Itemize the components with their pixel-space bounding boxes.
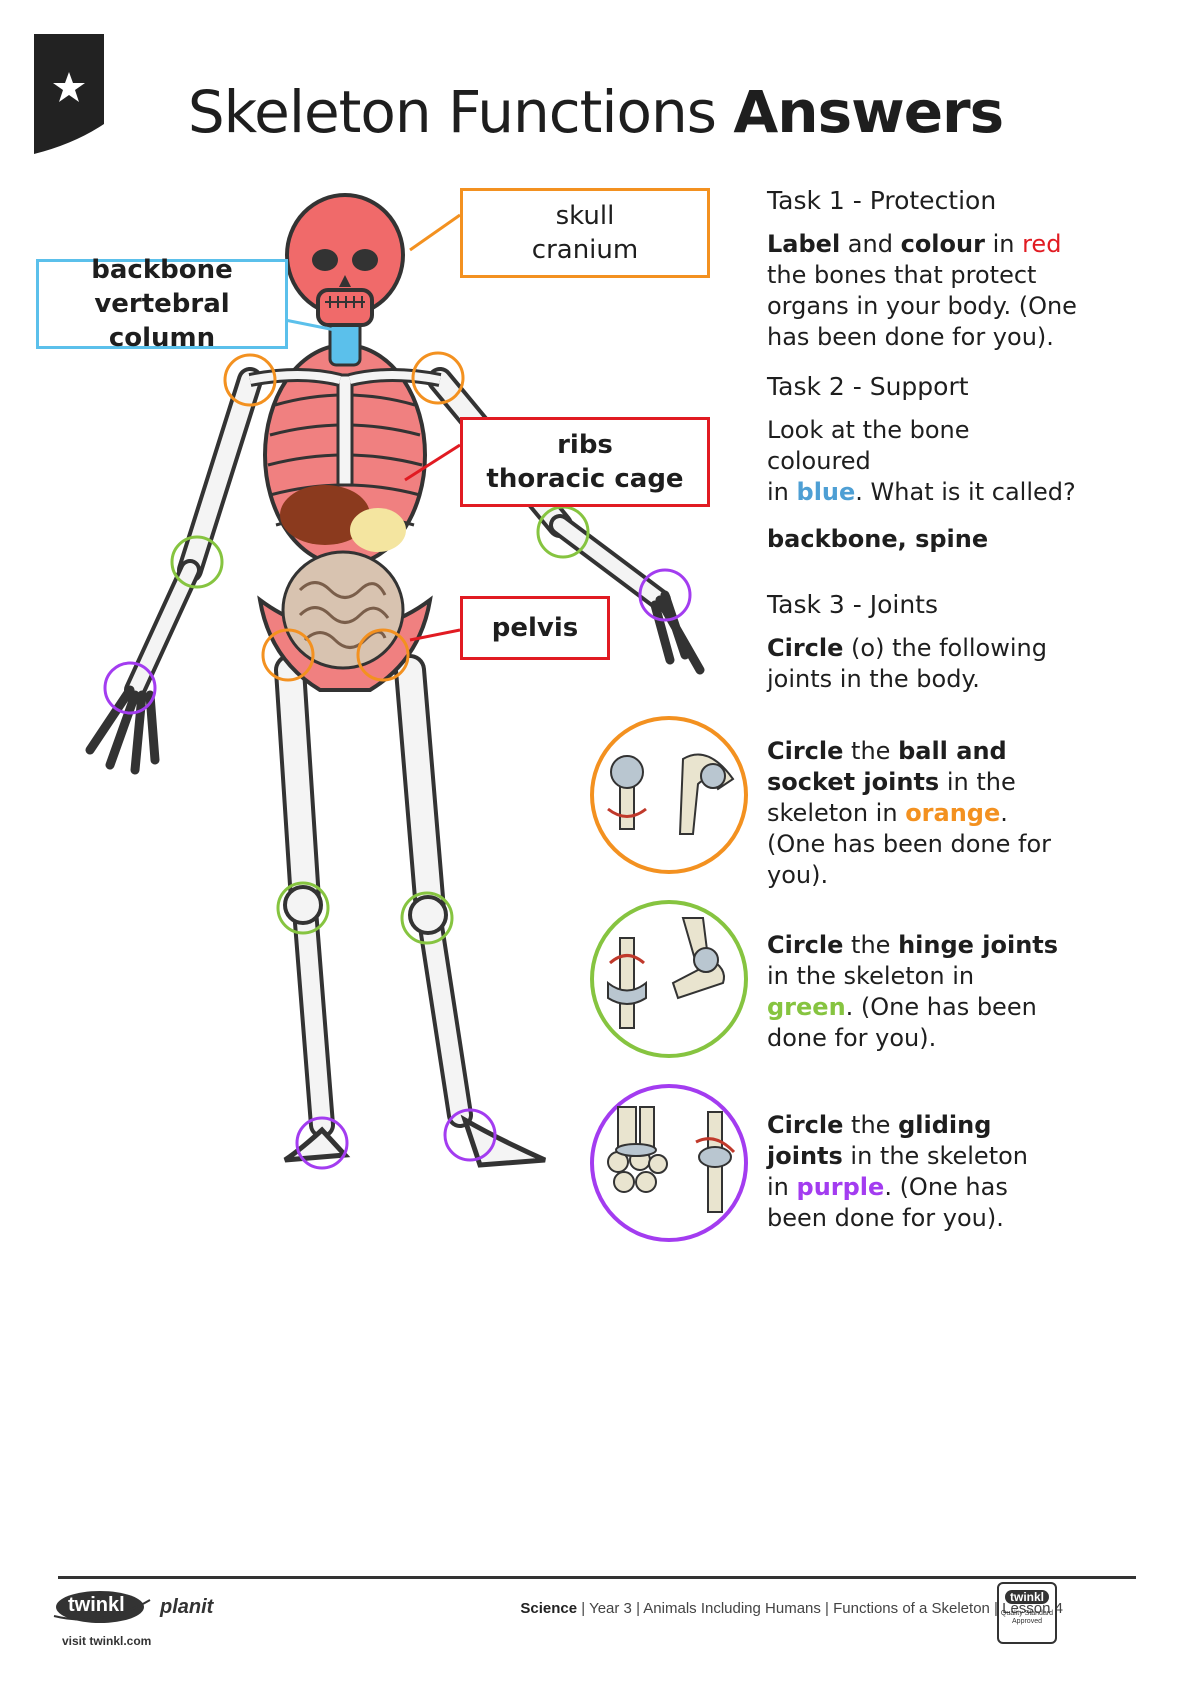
joint-circle-purple [295, 1116, 349, 1170]
star-icon [34, 34, 104, 166]
label-pelvis-line1: pelvis [491, 613, 579, 643]
ball-socket-illustration [590, 716, 748, 874]
corner-tab [34, 34, 104, 166]
label-ribs-line2: thoracic cage [486, 464, 684, 494]
gliding-text: Circle the gliding joints in the skeleto… [767, 1111, 1028, 1232]
twinkl-logo-text: twinkl [68, 1594, 125, 1616]
joint-circle-purple [103, 661, 157, 715]
task2-heading: Task 2 - Support [767, 372, 969, 401]
visit-link[interactable]: visit twinkl.com [62, 1634, 152, 1648]
task1-heading: Task 1 - Protection [767, 186, 997, 215]
hinge-illustration [590, 900, 748, 1058]
label-backbone: backbone vertebral column [36, 255, 288, 353]
joint-circle-green [400, 891, 454, 945]
joint-circle-green [170, 535, 224, 589]
ball-socket-text: Circle the ball and socket joints in the… [767, 737, 1052, 889]
quality-badge: twinkl Quality Standard Approved [997, 1582, 1057, 1644]
page-title: Skeleton Functions Answers [0, 78, 1191, 146]
label-skull-line2: cranium [531, 235, 639, 265]
joint-circle-purple [638, 568, 692, 622]
task2-answer: backbone, spine [767, 525, 989, 553]
badge-text: Quality Standard Approved [1000, 1610, 1054, 1625]
planit-logo: planit [160, 1596, 214, 1618]
joint-circle-orange [356, 628, 410, 682]
task1: Task 1 - Protection Label and colour in … [767, 186, 1077, 353]
hinge-text: Circle the hinge joints in the skeleton … [767, 931, 1059, 1052]
badge-brand: twinkl [1005, 1590, 1049, 1604]
title-bold: Answers [733, 78, 1004, 146]
label-backbone-line1: backbone [91, 255, 233, 285]
footer-breadcrumb: Science | Year 3 | Animals Including Hum… [520, 1600, 1063, 1617]
joint-circle-orange [261, 628, 315, 682]
task3-heading: Task 3 - Joints [767, 590, 939, 619]
joint-circle-green [276, 881, 330, 935]
task3: Task 3 - Joints Circle (o) the following… [767, 590, 1067, 695]
joint-circle-purple [443, 1108, 497, 1162]
joint-circle-orange [223, 353, 277, 407]
joint-circle-green [536, 505, 590, 559]
label-ribs: ribs thoracic cage [460, 417, 710, 507]
joint-circle-orange [411, 351, 465, 405]
twinkl-logo: twinkl [52, 1588, 152, 1626]
task2: Task 2 - Support Look at the bone colour… [767, 372, 1077, 555]
footer-divider [58, 1576, 1136, 1579]
label-pelvis: pelvis [460, 596, 610, 660]
label-skull-line1: skull [555, 201, 615, 231]
task1-text: Label and colour in red the bones that p… [767, 230, 1077, 351]
gliding-illustration [590, 1084, 748, 1242]
title-regular: Skeleton Functions [187, 78, 717, 146]
task2-question: Look at the bone coloured in blue. What … [767, 416, 1076, 506]
task3-intro: Circle (o) the following joints in the b… [767, 634, 1047, 693]
label-ribs-line1: ribs [557, 430, 613, 460]
label-backbone-line2: vertebral column [94, 289, 230, 353]
label-skull: skull cranium [460, 188, 710, 278]
